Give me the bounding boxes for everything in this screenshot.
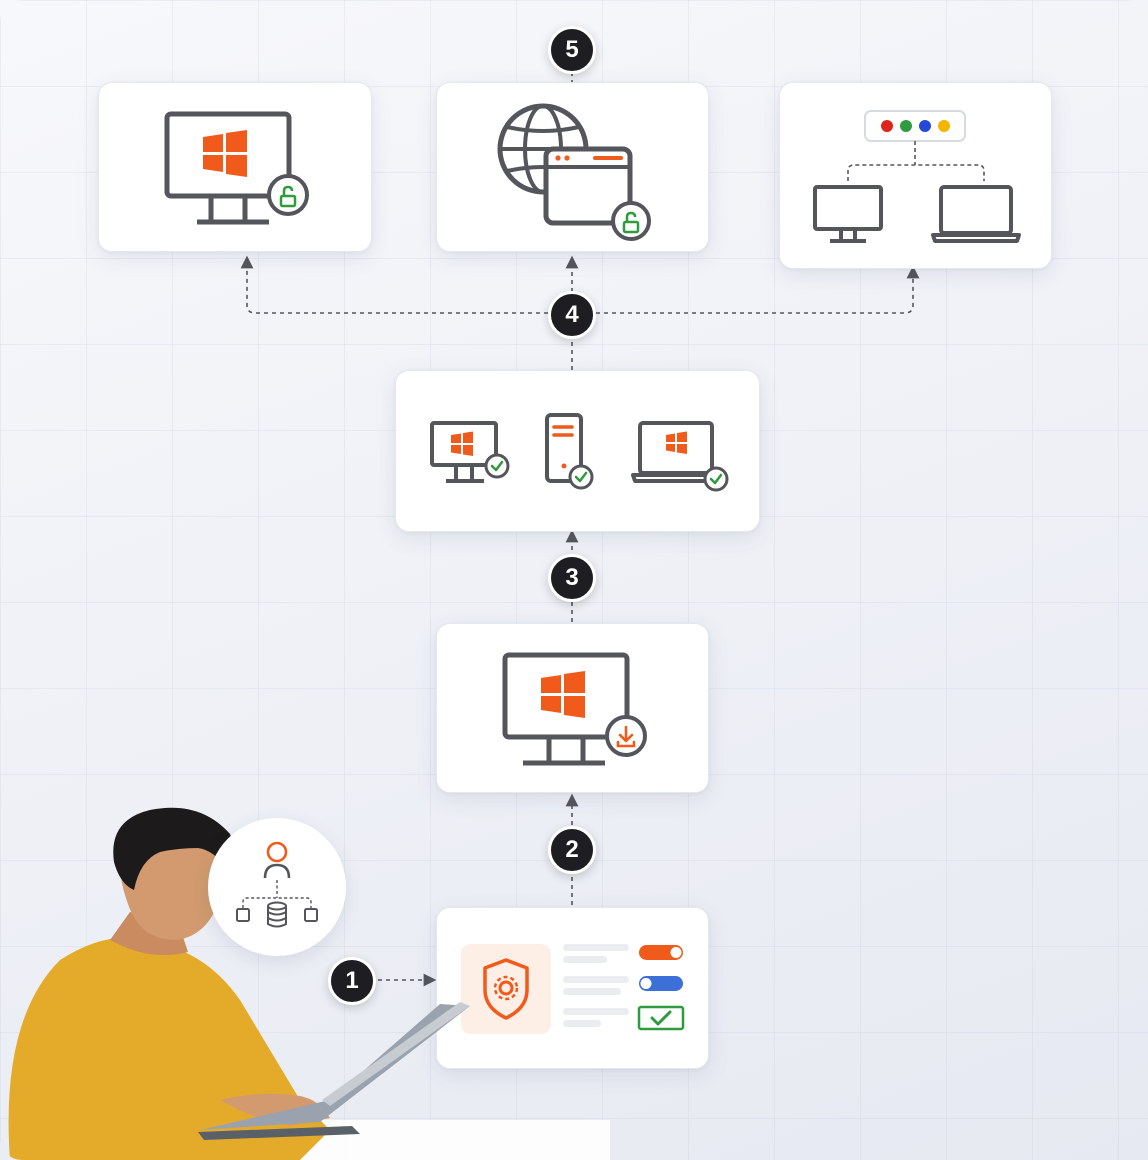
- browser-network-devices-icon: [813, 110, 1021, 243]
- user-database-network-icon: [236, 841, 318, 928]
- user-data-bubble: [208, 818, 346, 956]
- card-verified-devices: [395, 370, 760, 532]
- step-badge-5: 5: [548, 26, 596, 74]
- windows-monitor-download-icon: [502, 652, 647, 766]
- shield-settings-icon: [461, 944, 685, 1034]
- card-web-unlock: [436, 82, 709, 252]
- card-browser-devices: [779, 82, 1052, 269]
- person-with-laptop-illustration: [8, 807, 610, 1160]
- card-policy-settings: [436, 907, 709, 1069]
- verified-devices-icon: [430, 413, 729, 492]
- windows-monitor-unlock-icon: [164, 111, 309, 225]
- card-windows-download: [436, 623, 709, 793]
- card-windows-unlock: [98, 82, 372, 252]
- step-badge-3: 3: [548, 554, 596, 602]
- step-badge-1: 1: [328, 957, 376, 1005]
- step-badge-2: 2: [548, 826, 596, 874]
- connector-4-right: [596, 265, 920, 314]
- globe-browser-unlock-icon: [497, 103, 651, 241]
- step-badge-4: 4: [548, 291, 596, 339]
- connector-4-left: [240, 255, 548, 314]
